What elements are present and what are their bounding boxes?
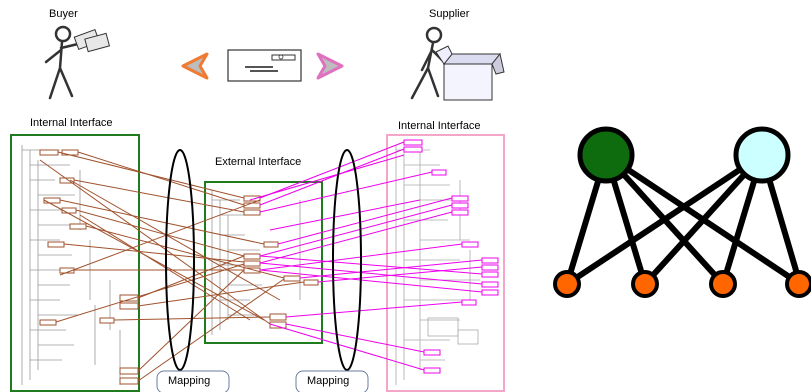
graph-node-orange <box>709 270 737 298</box>
arrow-left-icon <box>181 52 209 80</box>
mapping-links-right <box>249 141 483 371</box>
external-interface-label: External Interface <box>215 156 302 168</box>
internal-interface-right <box>386 134 505 392</box>
envelope-icon <box>227 49 302 82</box>
internal-interface-left-label: Internal Interface <box>30 117 113 129</box>
supplier-icon <box>410 26 505 101</box>
mapping-label-left: Mapping <box>168 375 211 387</box>
internal-interface-right-label: Internal Interface <box>398 120 481 132</box>
graph-node-green <box>577 126 635 184</box>
graph-node-orange <box>553 270 581 298</box>
mapping-ellipse-right <box>332 149 362 371</box>
mapping-label-box-left <box>156 370 230 392</box>
mapping-ellipse-left <box>165 149 195 371</box>
arrow-right-icon <box>316 52 344 80</box>
mapping-label-right: Mapping <box>307 375 350 387</box>
mapping-label-box-right <box>295 370 369 392</box>
bipartite-graph <box>553 126 811 298</box>
internal-interface-left <box>10 134 140 392</box>
graph-node-cyan <box>733 126 791 184</box>
buyer-label: Buyer <box>49 8 78 20</box>
graph-node-orange <box>631 270 659 298</box>
supplier-label: Supplier <box>429 8 470 20</box>
graph-node-orange <box>785 270 811 298</box>
buyer-icon <box>44 25 111 100</box>
